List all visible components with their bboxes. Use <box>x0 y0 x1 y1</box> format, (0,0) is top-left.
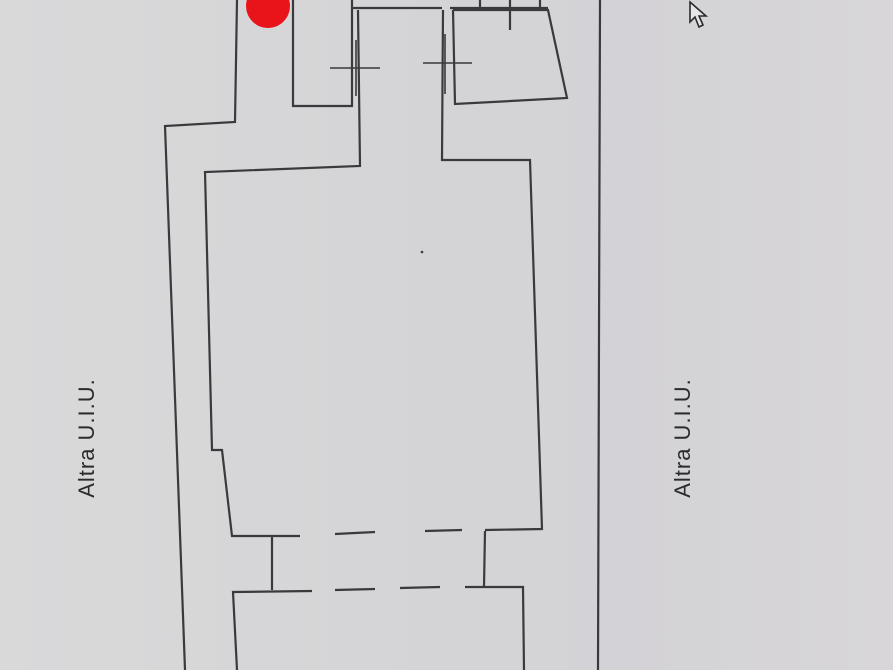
door-mark-1 <box>330 40 380 96</box>
wall-top-room-1 <box>291 0 354 108</box>
wall-top-room-2 <box>451 8 569 106</box>
door-mark-2 <box>423 34 472 94</box>
wall-stub <box>478 0 542 30</box>
mouse-pointer-icon <box>689 0 709 29</box>
outer-boundary-right <box>596 0 602 670</box>
wall-lower-room <box>231 585 526 670</box>
red-marker <box>246 0 290 28</box>
wall-corridor <box>203 9 544 538</box>
left-unit-label: Altra U.I.U. <box>73 378 99 498</box>
outer-boundary-left <box>163 0 239 670</box>
right-unit-label: Altra U.I.U. <box>669 378 695 498</box>
wall-passage-right <box>482 530 487 588</box>
